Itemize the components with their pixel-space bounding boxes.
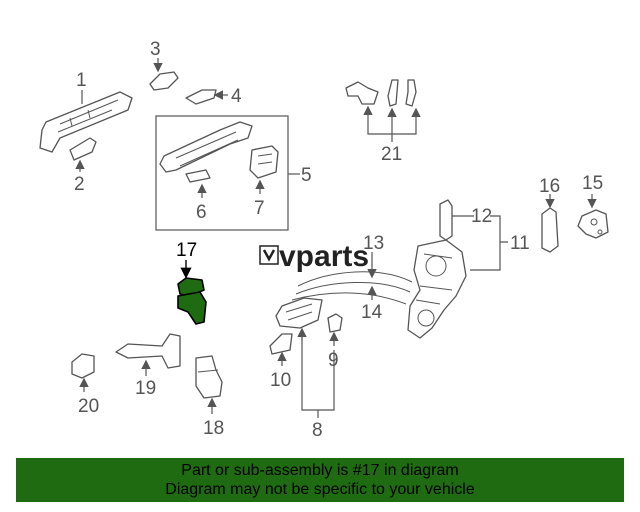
callout-11: 11 (510, 233, 530, 254)
vparts-logo: vparts (259, 240, 369, 273)
callout-12: 12 (471, 206, 492, 227)
callout-19: 19 (135, 378, 156, 399)
part-8-inside-handle (275, 297, 335, 418)
info-banner: Part or sub-assembly is #17 in diagram D… (16, 458, 624, 502)
part-17-highlighted (177, 260, 207, 325)
part-3-cap (149, 58, 179, 91)
callout-17: 17 (176, 240, 197, 261)
callout-4: 4 (231, 86, 242, 107)
callout-2: 2 (74, 174, 85, 195)
part-21-rods (345, 79, 421, 142)
part-6-pad (185, 169, 211, 198)
part-2-pad (69, 137, 97, 172)
part-16-bracket (541, 194, 559, 253)
callout-15: 15 (582, 173, 603, 194)
banner-line-2: Diagram may not be specific to your vehi… (165, 481, 475, 498)
logo-text: vparts (279, 240, 369, 273)
callout-3: 3 (150, 39, 161, 60)
part-11-lock-assembly (407, 199, 508, 339)
callout-5: 5 (301, 165, 312, 186)
callout-7: 7 (254, 198, 265, 219)
assembly-5-box (155, 115, 289, 231)
part-15-striker (577, 194, 609, 239)
part-18-bracket (195, 355, 223, 414)
part-5-handle-assembly (159, 121, 300, 179)
callout-16: 16 (539, 176, 560, 197)
part-1-handle-frame (39, 90, 133, 153)
callout-20: 20 (78, 396, 99, 417)
part-19-rod-bracket (115, 333, 181, 376)
part-10-bezel (269, 333, 293, 366)
part-20-block (71, 353, 95, 392)
part-4-pad (185, 89, 228, 105)
banner-line-1: Part or sub-assembly is #17 in diagram (181, 462, 459, 479)
callout-13: 13 (363, 233, 384, 254)
callout-14: 14 (361, 302, 383, 323)
callout-9: 9 (328, 350, 339, 371)
part-9-clip (327, 313, 343, 346)
callout-6: 6 (196, 202, 207, 223)
callout-18: 18 (203, 418, 224, 439)
callout-8: 8 (312, 420, 323, 441)
callout-21: 21 (381, 144, 402, 165)
part-13-14-cables (291, 252, 413, 305)
callout-10: 10 (270, 370, 291, 391)
callout-1: 1 (76, 70, 87, 91)
